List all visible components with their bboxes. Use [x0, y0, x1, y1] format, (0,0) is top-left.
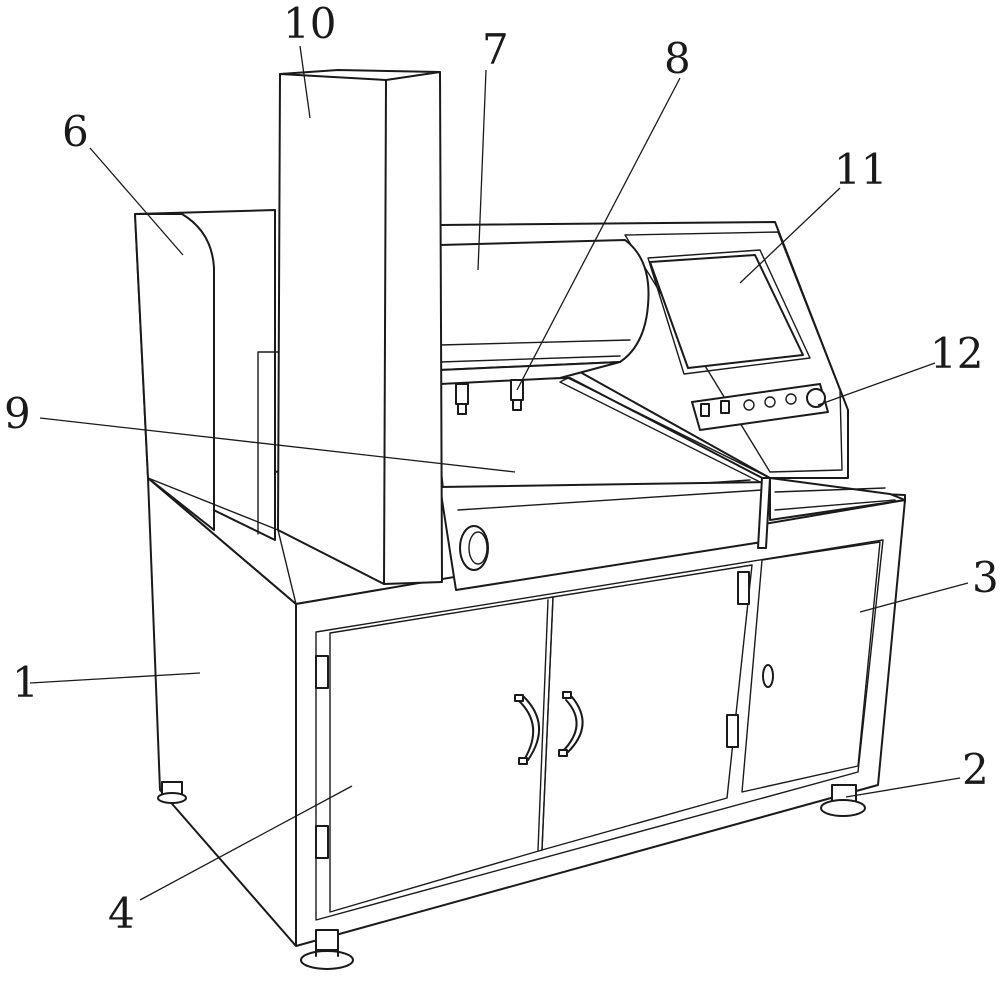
callout-1: 1 — [12, 658, 39, 707]
door-handle-left — [517, 696, 541, 761]
column — [147, 69, 443, 605]
spindle-right — [510, 379, 524, 411]
callout-labels: 1 2 3 4 6 7 8 9 10 11 12 — [4, 0, 999, 938]
cabinet-feet — [157, 781, 866, 970]
foot-front — [300, 929, 354, 970]
control-pedestal — [757, 477, 906, 549]
callout-2: 2 — [962, 745, 989, 794]
rear-housing — [134, 209, 449, 541]
callout-12: 12 — [930, 329, 983, 378]
callout-3: 3 — [972, 553, 999, 602]
callout-7: 7 — [482, 25, 509, 74]
gantry-beam — [439, 239, 650, 415]
callout-9: 9 — [4, 389, 31, 438]
callout-6: 6 — [62, 107, 89, 156]
callout-8: 8 — [664, 34, 691, 83]
left-doors — [315, 564, 753, 913]
callout-10: 10 — [283, 0, 336, 48]
foot-left-rear — [157, 781, 187, 804]
spindle-left — [455, 383, 469, 415]
leader-lines — [29, 45, 969, 901]
foot-right — [820, 784, 866, 817]
door-handle-right — [561, 696, 584, 753]
callout-4: 4 — [108, 889, 135, 938]
right-door — [741, 541, 881, 793]
callout-11: 11 — [834, 145, 887, 194]
display-screen — [649, 254, 804, 369]
